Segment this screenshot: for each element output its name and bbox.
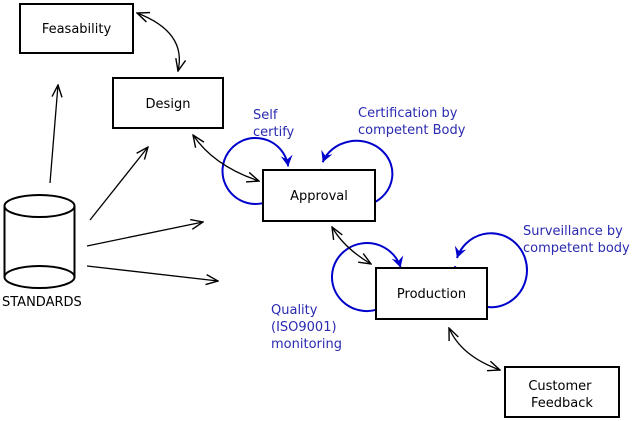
customer-feedback-label: Customer Feedback: [528, 379, 595, 411]
customer-feedback-box: [504, 366, 620, 418]
flow-arrows: [49, 13, 500, 370]
arrow-production-customer-feedback: [449, 328, 500, 370]
feasability-label: Feasability: [42, 22, 112, 37]
process-boxes: [19, 3, 620, 418]
approval-box: [262, 169, 376, 222]
approval-label: Approval: [290, 189, 348, 204]
arrow-approval-production: [332, 227, 371, 264]
production-box: [375, 267, 488, 320]
arrow-standards-to-feasability: [49, 85, 58, 184]
arrow-standards-to-design: [89, 147, 148, 221]
design-box: [112, 77, 224, 129]
box-labels: Feasability Design Approval Production C…: [2, 22, 595, 411]
surveillance-label: Surveillance by competent body: [523, 224, 630, 256]
design-label: Design: [146, 97, 191, 112]
cylinder-top-ellipse: [3, 194, 76, 218]
cylinder-bottom-ellipse: [3, 265, 76, 289]
self-certify-label: Self certify: [253, 108, 295, 140]
standards-label: STANDARDS: [2, 295, 82, 310]
feasability-box: [19, 3, 134, 54]
annotations: Self certify Certification by competent …: [253, 106, 630, 352]
production-label: Production: [397, 287, 466, 302]
standards-cylinder: [3, 194, 76, 289]
quality-monitoring-label: Quality (ISO9001) monitoring: [271, 303, 342, 352]
arrow-design-approval: [193, 135, 259, 181]
arrow-standards-to-production: [86, 265, 218, 281]
arrow-standards-to-approval: [86, 222, 203, 247]
certification-label: Certification by competent Body: [358, 106, 466, 138]
arrow-feasability-design: [137, 13, 179, 71]
